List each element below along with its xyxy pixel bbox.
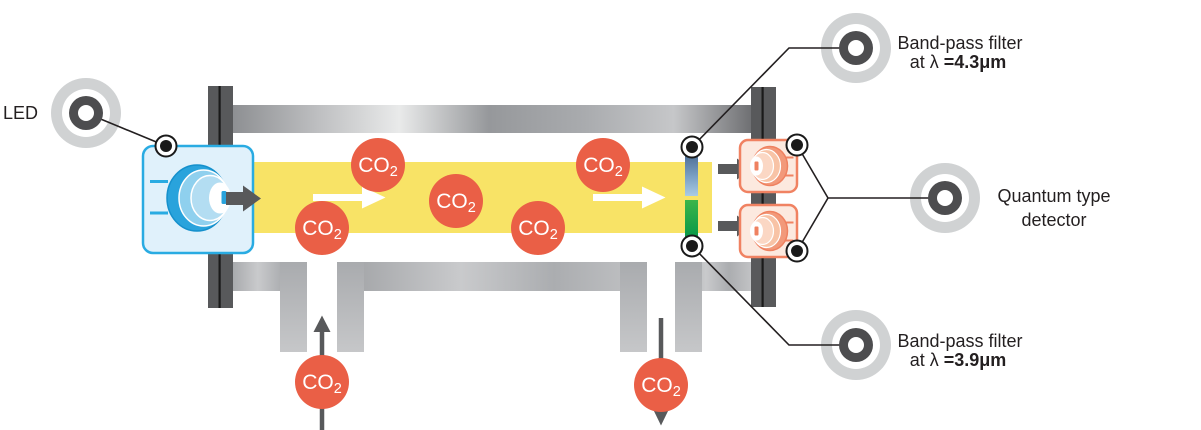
detector-top-connection-dot (785, 133, 809, 157)
co2-circle (429, 174, 483, 228)
detector-module-top (738, 138, 799, 194)
quantum-detector-label-line2: detector (1021, 210, 1086, 230)
inlet-port-right-leg (337, 262, 364, 352)
dot-core (791, 139, 803, 151)
bandpass-top-leader-line (691, 47, 856, 148)
co2-formula: CO2 (583, 154, 623, 180)
bandpass-filters (685, 153, 698, 244)
co2-molecule: CO2 (429, 174, 483, 228)
detector-lens-icon (750, 210, 794, 252)
ring-center (78, 105, 94, 121)
right-end-plate-seam (761, 87, 764, 307)
co2-circle (295, 355, 349, 409)
led-ring-core (69, 96, 103, 130)
gas-inlet-arrow-head (313, 315, 331, 332)
bandpass-bottom-title: Band-pass filter (897, 331, 1022, 351)
ring-center (937, 190, 953, 206)
co2-molecule: CO2 (576, 138, 630, 192)
bandpass-bottom-ring-core (839, 328, 873, 362)
wavelength-value: =4.3μm (944, 52, 1007, 72)
wavelength-prefix: at λ (910, 350, 944, 370)
led-emission-arrow (226, 185, 261, 212)
co2-formula: CO2 (436, 190, 476, 216)
detector-module-bottom (738, 203, 799, 259)
beam-direction-arrows (313, 186, 666, 209)
chamber-bottom-wall-middle (337, 262, 647, 291)
dot-core (686, 240, 698, 252)
bandpass-bottom-leader-line (691, 245, 856, 346)
beam-arrow-right (593, 186, 666, 209)
co2-molecules-in-chamber: CO2 CO2 CO2 CO2 CO2 (295, 138, 630, 255)
connection-dots (154, 133, 809, 263)
co2-formula: CO2 (518, 217, 558, 243)
callout-labels: LED Band-pass filter at λ =4.3μm Band-pa… (3, 33, 1111, 370)
wavelength-prefix: at λ (910, 52, 944, 72)
quantum-detector-ring-core (928, 181, 962, 215)
bandpass-filter-3-9-bar (685, 200, 698, 244)
co2-circle (511, 201, 565, 255)
co2-formula: CO2 (358, 154, 398, 180)
gas-outlet: CO2 (634, 318, 688, 426)
dot-core (686, 141, 698, 153)
co2-circle (351, 138, 405, 192)
wavelength-value: =3.9μm (944, 350, 1007, 370)
dot-core (160, 140, 172, 152)
co2-molecule-inlet: CO2 (295, 355, 349, 409)
bandpass-top-title: Band-pass filter (897, 33, 1022, 53)
bandpass-bottom-wavelength: at λ =3.9μm (910, 350, 1007, 370)
filter-4-3-connection-dot (680, 135, 704, 159)
co2-formula: CO2 (302, 371, 342, 397)
led-emitter-chip (221, 191, 227, 204)
bandpass-top-ring-core (839, 31, 873, 65)
co2-formula: CO2 (302, 217, 342, 243)
outlet-port-right-leg (675, 262, 702, 352)
chamber-top-wall (225, 105, 753, 133)
led-icon (150, 164, 231, 232)
bandpass-top-wavelength: at λ =4.3μm (910, 52, 1007, 72)
detector-bottom-connection-dot (785, 239, 809, 263)
bandpass-filter-4-3-bar (685, 153, 698, 196)
quantum-detector-label-line1: Quantum type (997, 186, 1110, 206)
filter-3-9-connection-dot (680, 234, 704, 258)
co2-molecule: CO2 (295, 201, 349, 255)
dot-core (791, 245, 803, 257)
callout-ring-cores (69, 31, 962, 362)
led-connection-dot (154, 134, 178, 158)
led-module (141, 144, 261, 255)
led-label: LED (3, 103, 38, 123)
co2-circle (295, 201, 349, 255)
co2-formula: CO2 (641, 374, 681, 400)
detector-lens-icon (750, 145, 794, 187)
co2-molecule: CO2 (511, 201, 565, 255)
co2-molecule: CO2 (351, 138, 405, 192)
gas-chamber (225, 105, 753, 352)
led-lens-face (209, 182, 231, 214)
gas-outlet-arrow-head (652, 408, 670, 426)
co2-circle (576, 138, 630, 192)
ring-center (848, 337, 864, 353)
outlet-port-left-leg (620, 262, 647, 352)
co2-circle (634, 358, 688, 412)
co2-molecule-outlet: CO2 (634, 358, 688, 412)
ring-center (848, 40, 864, 56)
inlet-port-left-leg (280, 262, 307, 352)
gas-inlet: CO2 (295, 315, 349, 430)
detector-sensor-chip (754, 161, 759, 171)
beam-arrow-left (313, 186, 386, 209)
detector-sensor-chip (754, 226, 759, 236)
